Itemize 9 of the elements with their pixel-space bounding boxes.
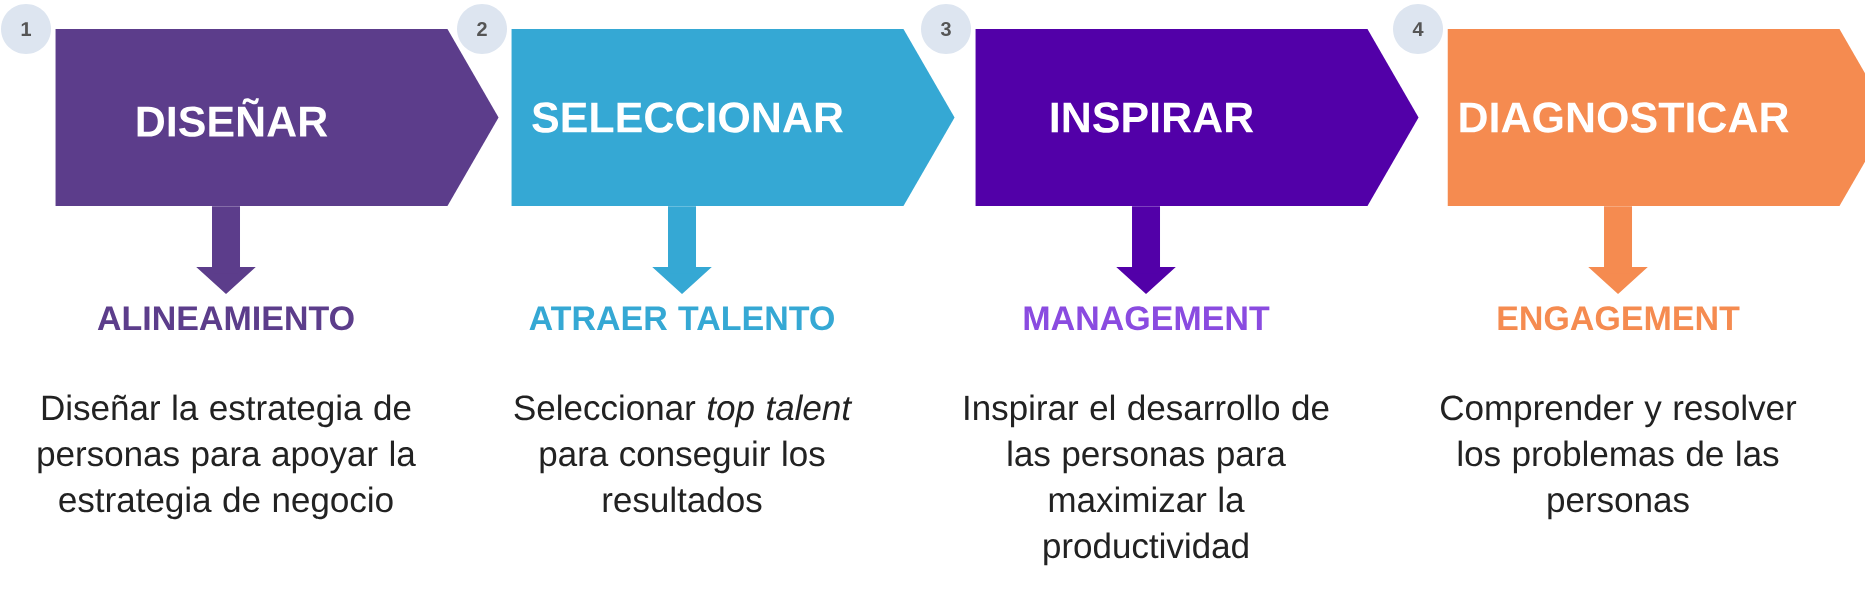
step-description: Inspirar el desarrollo de las personas para maximizar la productividad <box>965 394 1329 566</box>
step-description: Diseñar la estrategia de personas para apoyar la estrategia de negocio <box>38 394 416 520</box>
step-description: Comprender y resolver los problemas de las personas <box>1441 394 1797 520</box>
chevron: DIAGNOSTICAR <box>1447 29 1865 206</box>
step-heading: ATRAER TALENTO <box>529 306 834 331</box>
step-heading: MANAGEMENT <box>1024 306 1270 331</box>
step-heading: ALINEAMIENTO <box>97 306 354 331</box>
step-description: Seleccionar top talent para conseguir los resultados <box>514 394 853 513</box>
step-heading: ENGAGEMENT <box>1498 306 1740 331</box>
